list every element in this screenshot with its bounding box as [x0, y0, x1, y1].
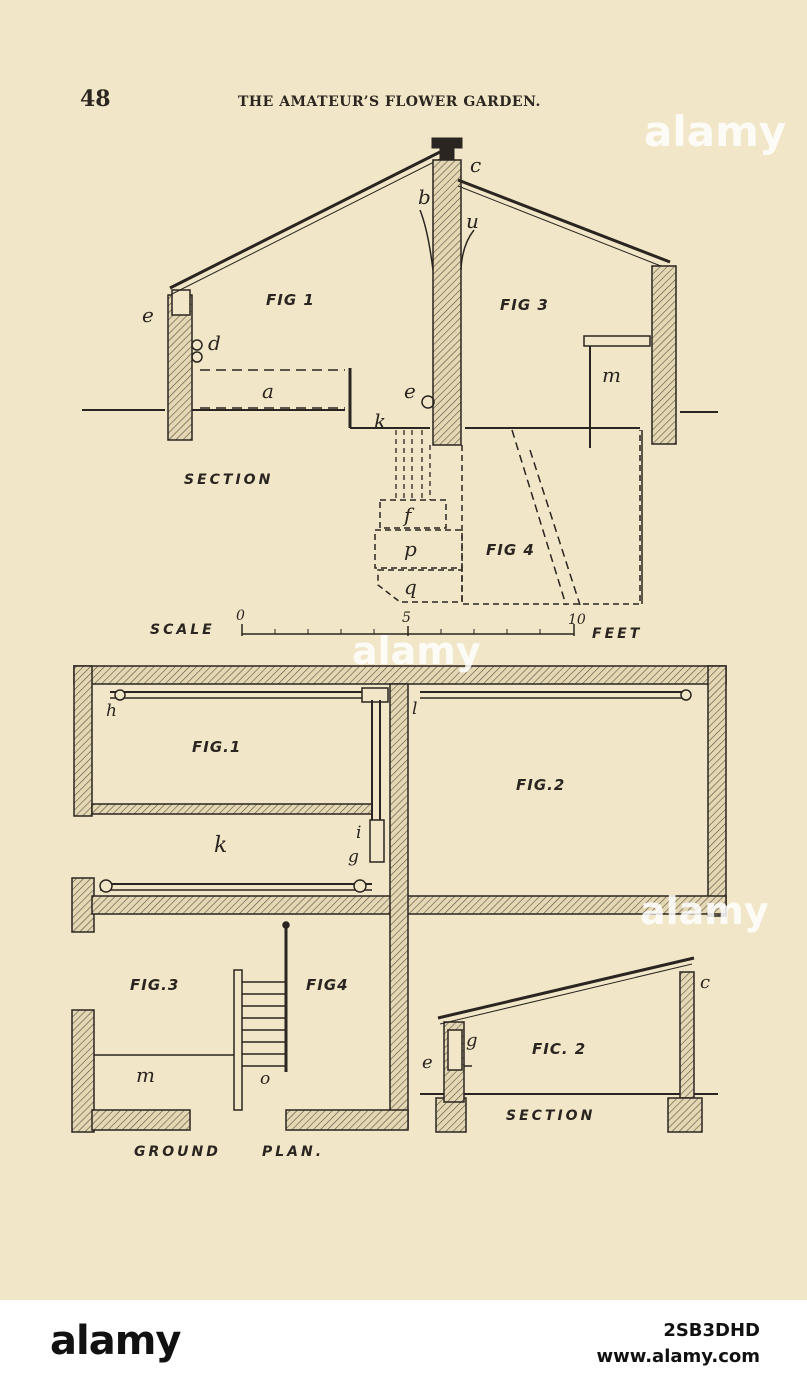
plan-label-fig4: FIG4	[306, 976, 349, 994]
watermark-logo: alamy	[50, 1318, 181, 1364]
letter-u: u	[466, 209, 479, 233]
ground-plan	[71, 665, 727, 1133]
section-caption: SECTION	[184, 472, 273, 488]
letter-a: a	[262, 379, 274, 403]
book-page: 48 THE AMATEUR’S FLOWER GARDEN.	[71, 86, 787, 1160]
plan-label-fig2: FIG.2	[516, 776, 565, 794]
label-fig1: FIG 1	[266, 291, 315, 309]
scale-label: SCALE	[150, 622, 215, 638]
ground-plan-labels: FIG.1 FIG.2 FIG.3 FIG4 h l k i g m o GRO…	[106, 699, 565, 1160]
watermark-top: alamy	[644, 107, 786, 156]
running-title: THE AMATEUR’S FLOWER GARDEN.	[238, 94, 541, 110]
plan-letter-g: g	[348, 847, 359, 867]
plan-caption-plan: PLAN.	[262, 1144, 324, 1160]
plan-letter-m: m	[136, 1063, 155, 1087]
watermark-id: 2SB3DHD www.alamy.com	[520, 1318, 760, 1370]
label-fig3: FIG 3	[500, 296, 549, 314]
letter-d: d	[208, 331, 221, 355]
plan-label-fig1: FIG.1	[192, 738, 241, 756]
watermark-image-id: 2SB3DHD	[663, 1320, 760, 1341]
watermark-bar	[0, 1300, 807, 1390]
plan-letter-h: h	[106, 701, 117, 721]
letter-k: k	[374, 409, 386, 433]
letter-e-left: e	[142, 303, 154, 327]
fig2-letter-e: e	[422, 1052, 433, 1073]
scale-tick-5: 5	[402, 610, 411, 626]
letter-p: p	[404, 537, 417, 561]
letter-m: m	[602, 363, 621, 387]
fig2-letter-g: g	[466, 1030, 478, 1051]
letter-q: q	[404, 575, 417, 599]
scale-unit: FEET	[592, 626, 642, 642]
fig2-letter-c: c	[700, 972, 710, 993]
section-view	[82, 137, 718, 606]
fig2-section	[420, 956, 718, 1133]
letter-c: c	[470, 153, 481, 177]
watermark-mid: alamy	[352, 629, 481, 673]
plan-letter-l: l	[412, 699, 417, 719]
scale-tick-10: 10	[568, 612, 586, 628]
scale-tick-0: 0	[236, 608, 245, 624]
plan-label-fig3: FIG.3	[130, 976, 179, 994]
fig2-label: FIC. 2	[532, 1040, 586, 1058]
label-fig4: FIG 4	[486, 541, 535, 559]
section-view-labels: FIG 1 FIG 3 FIG 4 SECTION a b c d e e f …	[142, 153, 621, 599]
watermark-site: www.alamy.com	[596, 1346, 760, 1367]
letter-e-mid: e	[404, 379, 416, 403]
plan-letter-o: o	[260, 1069, 270, 1089]
plan-caption-ground: GROUND	[134, 1144, 221, 1160]
letter-b: b	[418, 185, 431, 209]
watermark-right: alamy	[640, 889, 769, 933]
page-number: 48	[80, 86, 111, 112]
letter-f: f	[402, 503, 415, 527]
plan-letter-i: i	[356, 823, 361, 843]
plan-letter-k: k	[214, 833, 227, 858]
illustration: FIG 1 FIG 3 FIG 4 SECTION a b c d e e f …	[71, 107, 786, 1160]
scale-bar	[241, 624, 575, 636]
fig2-caption: SECTION	[506, 1108, 595, 1124]
